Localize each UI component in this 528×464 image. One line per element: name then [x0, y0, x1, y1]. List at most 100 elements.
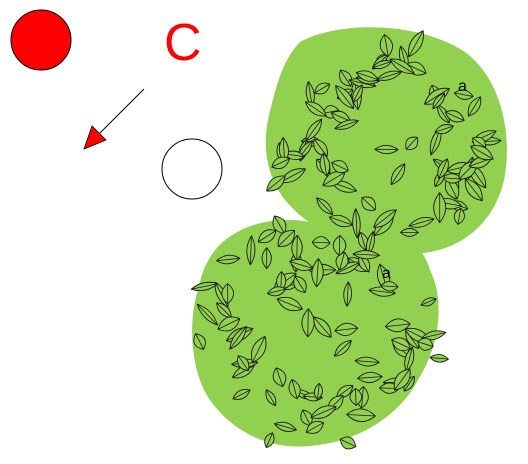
leaf-shape	[276, 296, 303, 312]
leaf-shape	[400, 227, 419, 237]
leaf-shape	[420, 297, 437, 307]
leaf-shape	[250, 335, 267, 363]
leaf-shape	[429, 353, 449, 363]
leaf-shape	[314, 82, 331, 95]
leaf-shape	[374, 144, 399, 155]
leaf-shape	[379, 34, 393, 57]
leaf-shape	[361, 196, 376, 211]
leaf-shape	[217, 316, 241, 332]
leaf-shape	[313, 316, 332, 338]
leaf-shape	[391, 337, 411, 351]
leaf-shape	[311, 258, 324, 288]
leaf-shape	[373, 209, 397, 228]
leaf-shape	[334, 322, 358, 337]
red-arrow-icon	[83, 88, 145, 150]
leaf-shape	[335, 251, 349, 271]
leaf-shape	[272, 367, 287, 387]
leaf-shape	[470, 145, 494, 161]
red-circle-icon	[10, 9, 72, 71]
leaf-shape	[453, 207, 465, 225]
leaf-shape	[237, 355, 250, 372]
leaf-shape	[393, 368, 411, 391]
leaf-shape	[293, 275, 307, 293]
leaf-shape	[384, 318, 411, 333]
leaf-shape	[437, 158, 449, 180]
leaf-shape	[304, 101, 327, 117]
leaf-shape	[380, 281, 399, 292]
big-letter-c: C	[164, 14, 202, 72]
leaf-shape	[277, 230, 296, 247]
leaf-shape	[453, 89, 474, 100]
leaf-shape	[405, 136, 419, 150]
leaf-shape	[407, 30, 424, 58]
leaf-shape	[346, 408, 376, 423]
leaf-shape	[333, 339, 352, 357]
leaf-shape	[444, 110, 465, 123]
leaf-shape	[433, 192, 447, 224]
leaf-shape	[271, 156, 290, 169]
leaf-shape	[332, 234, 347, 256]
leaf-shape	[330, 110, 351, 124]
leaf-shape	[272, 215, 287, 234]
leaf-shape	[355, 70, 379, 82]
leaf-shape	[319, 152, 331, 177]
leaf-shape	[322, 171, 346, 187]
leaf-shape	[352, 250, 381, 260]
leaf-shape	[261, 247, 272, 270]
leaf-shape	[196, 303, 218, 326]
leaf-shape	[339, 69, 353, 87]
leaf-shape	[417, 337, 434, 351]
lower-bush-leaves	[190, 208, 449, 450]
leaf-shape	[352, 84, 363, 103]
leaf-shape	[264, 432, 275, 449]
leaf-shape	[390, 163, 406, 186]
leaf-shape	[305, 420, 325, 434]
upper-bush-letter: a	[458, 78, 467, 95]
leaf-shape	[232, 389, 251, 400]
leaf-shape	[352, 208, 361, 239]
leaf-shape	[267, 286, 287, 297]
leaf-shape	[276, 271, 287, 292]
leaf-shape	[339, 436, 357, 450]
leaf-shape	[310, 405, 337, 419]
lower-bush-letter: a	[382, 265, 391, 282]
leaf-shape	[257, 229, 277, 244]
leaf-shape	[311, 236, 331, 250]
leaf-shape	[404, 346, 415, 373]
leaf-shape	[343, 281, 353, 307]
leaf-shape	[288, 378, 301, 400]
leaf-shape	[335, 85, 355, 110]
leaf-shape	[221, 283, 235, 305]
leaf-shape	[316, 197, 334, 215]
upper-bush-leaves	[266, 30, 502, 237]
leaf-shape	[408, 217, 435, 228]
leaf-shape	[190, 281, 219, 292]
leaf-shape	[301, 308, 315, 338]
leaf-shape	[434, 124, 454, 135]
leaf-shape	[266, 175, 286, 192]
leaf-shape	[372, 60, 393, 70]
leaf-shape	[432, 92, 446, 110]
leaf-shape	[464, 178, 483, 202]
leaf-shape	[349, 388, 363, 406]
leaf-shape	[334, 119, 359, 130]
leaf-shape	[229, 325, 247, 350]
leaf-shape	[246, 235, 256, 266]
leaf-shape	[313, 382, 323, 400]
leaf-shape	[289, 259, 314, 271]
leaf-shape	[265, 389, 277, 407]
lower-bush	[192, 219, 439, 447]
leaf-shape	[274, 421, 297, 432]
leaf-shape	[467, 96, 482, 117]
leaf-shape	[389, 58, 415, 74]
leaf-shape	[291, 234, 303, 261]
leaf-shape	[313, 138, 328, 157]
leaf-shape	[331, 160, 349, 174]
leaf-shape	[193, 333, 206, 350]
bush-group	[190, 27, 507, 450]
leaf-shape	[354, 356, 380, 367]
white-circle-icon	[161, 138, 223, 200]
leaf-shape	[216, 254, 241, 265]
leaf-shape	[357, 371, 383, 384]
